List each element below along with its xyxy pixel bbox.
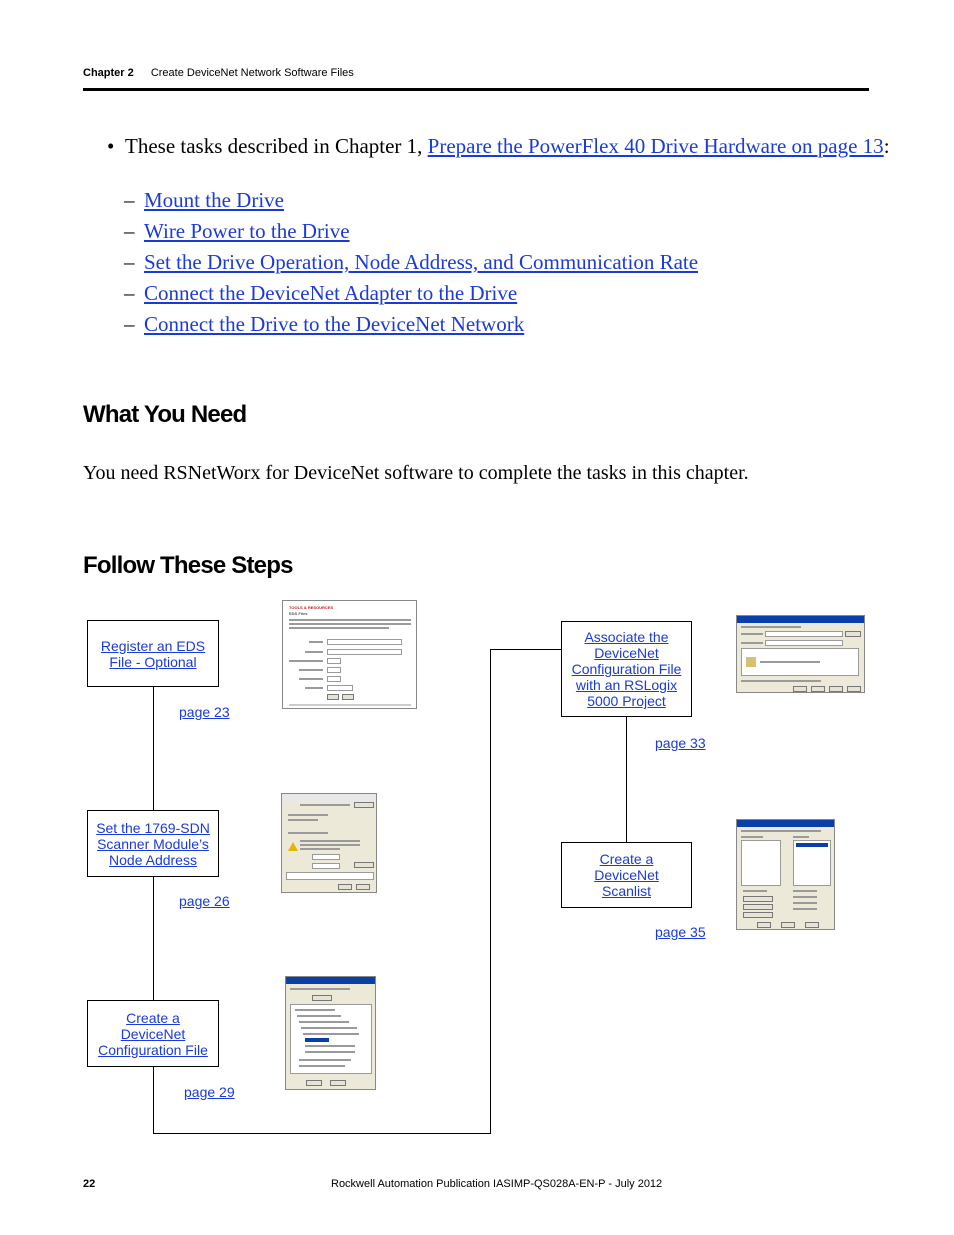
step-label: Set the 1769-SDN Scanner Module’s Node A… xyxy=(96,820,210,868)
flow-connector xyxy=(153,1133,491,1134)
intro-suffix: : xyxy=(884,134,890,158)
task-item: –Set the Drive Operation, Node Address, … xyxy=(124,250,698,275)
running-header: Chapter 2 Create DeviceNet Network Softw… xyxy=(83,67,354,79)
flow-connector xyxy=(153,877,154,1000)
page-number: 22 xyxy=(83,1178,95,1190)
flow-connector xyxy=(626,716,627,842)
task-link-connect-adapter[interactable]: Connect the DeviceNet Adapter to the Dri… xyxy=(144,281,517,305)
browse-network-screenshot xyxy=(285,976,376,1090)
task-link-connect-network[interactable]: Connect the Drive to the DeviceNet Netwo… xyxy=(144,312,524,336)
prepare-hardware-link[interactable]: Prepare the PowerFlex 40 Drive Hardware … xyxy=(428,134,884,158)
intro-prefix: These tasks described in Chapter 1, xyxy=(125,134,428,158)
page-link[interactable]: page 29 xyxy=(184,1084,235,1100)
task-item: –Connect the DeviceNet Adapter to the Dr… xyxy=(124,281,517,306)
eds-heading: TOOLS & RESOURCES xyxy=(289,605,333,610)
step-label: Create a DeviceNet Configuration File xyxy=(98,1010,208,1058)
bullet-dot: • xyxy=(107,134,125,159)
intro-bullet: •These tasks described in Chapter 1, Pre… xyxy=(107,134,890,159)
step-label: Create a DeviceNet Scanlist xyxy=(594,851,659,899)
step-register-eds[interactable]: Register an EDS File - Optional xyxy=(87,620,219,687)
step-associate-config[interactable]: Associate the DeviceNet Configuration Fi… xyxy=(561,621,692,717)
task-link-set-operation[interactable]: Set the Drive Operation, Node Address, a… xyxy=(144,250,698,274)
step-set-node-address[interactable]: Set the 1769-SDN Scanner Module’s Node A… xyxy=(87,810,219,877)
task-link-mount[interactable]: Mount the Drive xyxy=(144,188,284,212)
follow-steps-heading: Follow These Steps xyxy=(83,552,293,580)
step-create-config-file[interactable]: Create a DeviceNet Configuration File xyxy=(87,1000,219,1067)
flow-connector xyxy=(490,649,561,650)
eds-subheading: EDS Files xyxy=(289,611,307,616)
chapter-title: Create DeviceNet Network Software Files xyxy=(151,67,354,79)
page-link[interactable]: page 33 xyxy=(655,735,706,751)
module-properties-screenshot xyxy=(736,615,865,693)
node-commissioning-screenshot xyxy=(281,793,377,893)
scanlist-screenshot xyxy=(736,819,835,930)
eds-files-screenshot: TOOLS & RESOURCES EDS Files xyxy=(282,600,417,709)
flow-connector xyxy=(153,687,154,810)
header-rule xyxy=(83,88,869,91)
task-link-wire-power[interactable]: Wire Power to the Drive xyxy=(144,219,350,243)
chapter-label: Chapter 2 xyxy=(83,67,134,79)
flow-connector xyxy=(490,649,491,1134)
publication-info: Rockwell Automation Publication IASIMP-Q… xyxy=(331,1178,662,1190)
page-link[interactable]: page 35 xyxy=(655,924,706,940)
step-create-scanlist[interactable]: Create a DeviceNet Scanlist xyxy=(561,842,692,908)
page-link[interactable]: page 23 xyxy=(179,704,230,720)
page-link[interactable]: page 26 xyxy=(179,893,230,909)
what-you-need-heading: What You Need xyxy=(83,401,246,429)
what-you-need-text: You need RSNetWorx for DeviceNet softwar… xyxy=(83,462,749,485)
task-item: –Mount the Drive xyxy=(124,188,284,213)
step-label: Associate the DeviceNet Configuration Fi… xyxy=(572,629,682,709)
task-item: –Connect the Drive to the DeviceNet Netw… xyxy=(124,312,524,337)
task-item: –Wire Power to the Drive xyxy=(124,219,350,244)
flow-connector xyxy=(153,1066,154,1133)
step-label: Register an EDS File - Optional xyxy=(101,638,205,670)
